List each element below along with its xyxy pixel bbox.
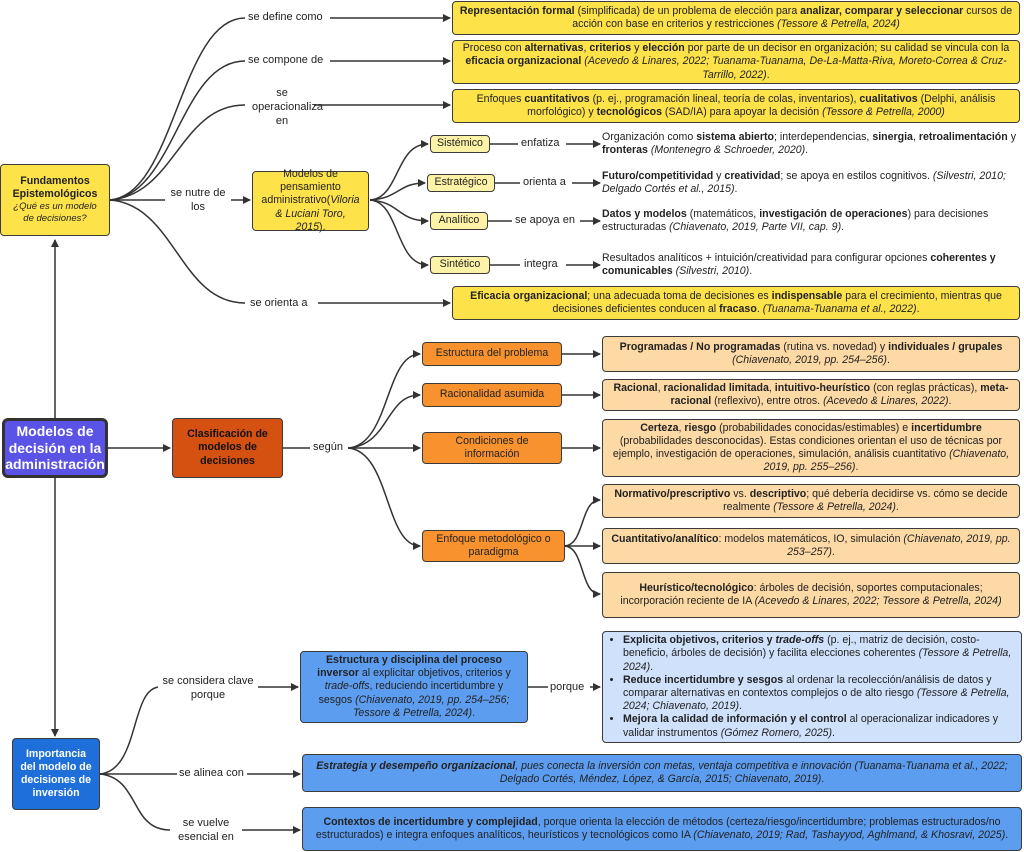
bullet-mejora: Mejora la calidad de información y el co… — [623, 713, 1015, 739]
label-segun: según — [311, 441, 345, 455]
label-define: se define como — [246, 11, 325, 25]
label-clave: se considera clave porque — [158, 675, 258, 703]
edge-modelos-sintetico — [369, 199, 429, 269]
label-operacionaliza: se operacionaliza en — [250, 87, 323, 129]
verb-enfatiza: enfatiza — [519, 137, 562, 151]
estructura-disciplina-box: Estructura y disciplina del proceso inve… — [300, 651, 528, 723]
condiciones-box: Condiciones de información — [422, 432, 562, 464]
verb-orienta: orienta a — [521, 176, 568, 190]
central-title: Modelos de decisión en la administración — [5, 422, 105, 473]
racionalidad-box: Racionalidad asumida — [422, 383, 562, 407]
label-orienta: se orienta a — [248, 297, 310, 311]
fundamentos-title: Fundamentos Epistemológicos — [12, 174, 98, 201]
normativo-box: Normativo/prescriptivo vs. descriptivo; … — [602, 484, 1020, 518]
estrategico-box: Estratégico — [427, 174, 495, 192]
edge-enfoque-heuristico — [564, 545, 601, 598]
bullet-explicita: Explicita objetivos, criterios y trade-o… — [623, 634, 1015, 674]
fundamentos-subtitle: ¿Qué es un modelo de decisiones? — [13, 201, 97, 225]
bullet-reduce: Reduce incertidumbre y sesgos al ordenar… — [623, 674, 1015, 714]
operacionaliza-box: Enfoques cuantitativos (p. ej., programa… — [452, 89, 1020, 123]
edge-modelos-sistemico — [369, 140, 429, 201]
edge-modelos-estrategico — [369, 179, 426, 201]
edge-modelos-analitico — [369, 199, 429, 225]
estrategia-box: Estrategia y desempeño organizacional, p… — [302, 754, 1022, 792]
edge-imp-esencial — [99, 773, 171, 831]
edge-fund-orienta — [109, 199, 246, 304]
compone-box: Proceso con alternativas, criterios y el… — [452, 40, 1020, 84]
edge-segun-racionalidad — [347, 391, 421, 449]
label-nutre: se nutre de los — [165, 187, 231, 215]
label-esencial: se vuelve esencial en — [170, 817, 242, 845]
analitico-box: Analítico — [430, 212, 488, 230]
edge-enfoque-normativo — [564, 496, 601, 547]
importancia-node: Importancia del modelo de decisiones de … — [12, 738, 100, 810]
fundamentos-node: Fundamentos Epistemológicos ¿Qué es un m… — [0, 164, 110, 236]
edge-segun-estructura — [347, 350, 421, 449]
sistemico-box: Sistémico — [430, 135, 490, 153]
edge-fund-operacionaliza — [109, 104, 246, 201]
verb-apoya: se apoya en — [513, 214, 577, 228]
estructura-problema-box: Estructura del problema — [422, 342, 562, 366]
label-compone: se compone de — [246, 54, 326, 68]
analitico-desc: Datos y modelos (matemáticos, investigac… — [602, 208, 989, 234]
estructura-desc-box: Programadas / No programadas (rutina vs.… — [602, 336, 1020, 372]
sintetico-desc: Resultados analíticos + intuición/creati… — [602, 252, 996, 278]
racionalidad-desc-box: Racional, racionalidad limitada, intuiti… — [602, 379, 1020, 411]
contextos-box: Contextos de incertidumbre y complejidad… — [302, 807, 1022, 851]
sistemico-desc: Organización como sistema abierto; inter… — [602, 131, 1016, 157]
label-alinea: se alinea con — [177, 767, 246, 781]
condiciones-desc-box: Certeza, riesgo (probabilidades conocida… — [602, 419, 1020, 477]
estrategico-desc: Futuro/competitividad y creatividad; se … — [602, 170, 1006, 196]
edge-imp-clave — [99, 686, 161, 775]
label-porque: porque — [548, 681, 587, 695]
clasificacion-node: Clasificación de modelos de decisiones — [172, 418, 283, 478]
modelos-pensamiento-box: Modelos de pensamiento administrativo(Vi… — [252, 168, 369, 233]
enfoque-box: Enfoque metodológico o paradigma — [422, 530, 565, 562]
importancia-title: Importancia del modelo de decisiones de … — [20, 747, 92, 800]
edge-fund-define — [109, 17, 246, 201]
central-node: Modelos de decisión en la administración — [2, 418, 108, 478]
edge-segun-enfoque — [347, 447, 421, 550]
orienta-box: Eficacia organizacional; una adecuada to… — [452, 286, 1020, 320]
edge-fund-compone — [109, 60, 246, 201]
definicion-box: Representación formal (simplificada) de … — [452, 1, 1020, 35]
verb-integra: integra — [522, 258, 560, 272]
heuristico-box: Heurístico/tecnológico: árboles de decis… — [602, 572, 1020, 618]
beneficios-box: Explicita objetivos, criterios y trade-o… — [602, 631, 1022, 743]
clasificacion-title: Clasificación de modelos de decisiones — [187, 428, 268, 467]
sintetico-box: Sintético — [430, 256, 490, 274]
cuantitativo-box: Cuantitativo/analítico: modelos matemáti… — [602, 528, 1020, 564]
